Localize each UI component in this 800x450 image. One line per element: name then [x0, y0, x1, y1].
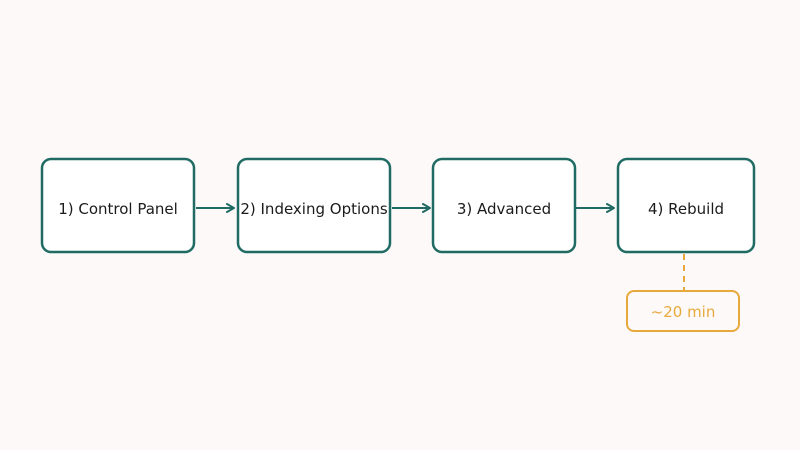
step-box-4-frame [616, 157, 756, 254]
step-label-3: 3) Advanced [457, 200, 551, 218]
time-note-frame [626, 290, 740, 332]
step-box-4: 4) Rebuild [616, 157, 756, 254]
step-box-2: 2) Indexing Options [236, 157, 392, 254]
step-label-4: 4) Rebuild [648, 200, 724, 218]
step-label-2: 2) Indexing Options [240, 200, 387, 218]
time-note-label: ~20 min [651, 303, 716, 321]
step-box-1-frame [40, 157, 196, 254]
step-box-3-frame [431, 157, 577, 254]
step-box-3: 3) Advanced [431, 157, 577, 254]
step-box-1: 1) Control Panel [40, 157, 196, 254]
time-note: ~20 min [626, 290, 740, 332]
step-box-2-frame [236, 157, 392, 254]
step-label-1: 1) Control Panel [58, 200, 178, 218]
